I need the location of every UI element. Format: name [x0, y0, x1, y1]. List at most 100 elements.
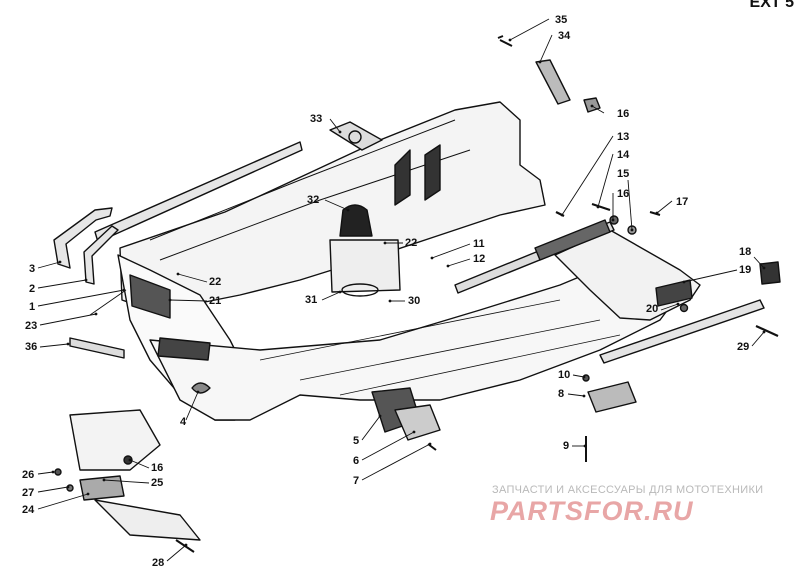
bumper-block-18 [759, 261, 781, 285]
callout-number: 7 [353, 475, 359, 487]
leader-line-13 [561, 135, 614, 216]
leader-dot-5 [378, 414, 382, 418]
leader-dot-24 [86, 492, 90, 496]
screw-17 [649, 211, 661, 216]
leader-dot-20 [676, 302, 680, 306]
callout-number: 29 [737, 341, 749, 353]
leader-dot-35 [508, 38, 512, 42]
leader-line-7 [361, 443, 431, 481]
deck-vents [394, 144, 441, 206]
leader-line-4 [185, 391, 199, 421]
leader-line-22 [177, 273, 208, 283]
bracket-8 [587, 381, 637, 413]
leader-dot-8 [582, 394, 586, 398]
leader-line-21 [169, 299, 208, 302]
leader-line-25 [103, 479, 150, 484]
callout-number: 4 [180, 416, 187, 428]
callout-number: 12 [473, 253, 485, 265]
front-grille [157, 337, 211, 361]
leader-dot-6 [412, 430, 416, 434]
callout-number: 10 [558, 369, 570, 381]
skid-plate-28 [94, 499, 201, 541]
side-grille [129, 274, 171, 319]
leader-line-35 [509, 18, 550, 41]
bracket-34 [535, 59, 571, 105]
leader-line-6 [361, 431, 415, 461]
leader-dot-28 [184, 543, 188, 547]
callout-number: 35 [555, 14, 567, 26]
leader-dot-10 [582, 375, 586, 379]
callout-number: 5 [353, 435, 359, 447]
leader-dot-14 [596, 205, 600, 209]
mount-plate [329, 239, 401, 293]
callout-number: 17 [676, 196, 688, 208]
leader-line-11 [431, 243, 471, 259]
leader-dot-22 [383, 241, 387, 245]
leader-dot-16 [590, 104, 594, 108]
leader-dot-30 [388, 299, 392, 303]
leader-line-27 [37, 486, 69, 493]
callout-number: 26 [22, 469, 34, 481]
upper-trim-strip [94, 141, 303, 243]
corner-trim [83, 225, 119, 285]
side-louver [534, 219, 611, 261]
leader-line-29 [751, 331, 765, 347]
leader-dot-16 [611, 218, 615, 222]
leader-dot-12 [446, 264, 450, 268]
callout-number: 34 [558, 30, 571, 42]
leader-dot-19 [682, 280, 686, 284]
callout-number: 1 [29, 301, 35, 313]
leader-line-20 [660, 303, 679, 311]
callout-number: 23 [25, 320, 37, 332]
leader-line-19 [683, 269, 738, 283]
callout-number: 31 [305, 294, 317, 306]
callout-number: 21 [209, 295, 221, 307]
leader-line-5 [361, 415, 381, 441]
leader-dot-3 [58, 260, 62, 264]
callout-number: 32 [307, 194, 319, 206]
callout-number: 14 [617, 149, 630, 161]
callout-number: 25 [151, 477, 163, 489]
leader-dot-7 [428, 442, 432, 446]
callout-number: 9 [563, 440, 569, 452]
leader-line-12 [447, 258, 471, 267]
leader-dot-4 [196, 390, 200, 394]
leader-line-3 [37, 261, 61, 269]
watermark-brand: PARTSFOR.RU [490, 496, 694, 526]
leader-line-24 [37, 493, 89, 510]
watermark-tagline: ЗАПЧАСТИ И АКСЕССУАРЫ ДЛЯ МОТОТЕХНИКИ [492, 484, 764, 496]
leader-line-14 [597, 153, 614, 208]
leader-dot-15 [630, 228, 634, 232]
leader-line-26 [37, 471, 54, 475]
leader-line-1 [37, 289, 125, 307]
nut-16-lower [123, 455, 133, 465]
leader-line-31 [321, 291, 341, 301]
callout-number: 8 [558, 388, 564, 400]
leader-line-15 [627, 179, 633, 231]
bolt-26 [54, 468, 62, 476]
leader-dot-23 [94, 312, 98, 316]
callout-number: 27 [22, 487, 34, 499]
leader-dot-25 [102, 478, 106, 482]
bolt-29 [755, 324, 779, 338]
trim-strip-36 [69, 337, 125, 359]
bolt-14 [591, 202, 611, 212]
leader-dot-27 [66, 485, 70, 489]
leader-line-32 [324, 199, 349, 211]
page-code: EXT 5 [749, 0, 794, 11]
callout-number: 19 [739, 264, 751, 276]
leader-line-10 [572, 374, 585, 378]
leader-dot-1 [122, 288, 126, 292]
leader-line-33 [329, 118, 341, 133]
callout-number: 36 [25, 341, 37, 353]
console-plate-hole [348, 130, 362, 144]
callout-number: 16 [617, 188, 629, 200]
leader-dot-33 [338, 130, 342, 134]
callout-number: 6 [353, 455, 359, 467]
leader-line-2 [37, 279, 87, 289]
leader-dot-29 [762, 330, 766, 334]
callout-number: 3 [29, 263, 35, 275]
leader-dot-18 [762, 266, 766, 270]
leader-dot-31 [338, 290, 342, 294]
handle-bezel-6 [394, 404, 441, 441]
